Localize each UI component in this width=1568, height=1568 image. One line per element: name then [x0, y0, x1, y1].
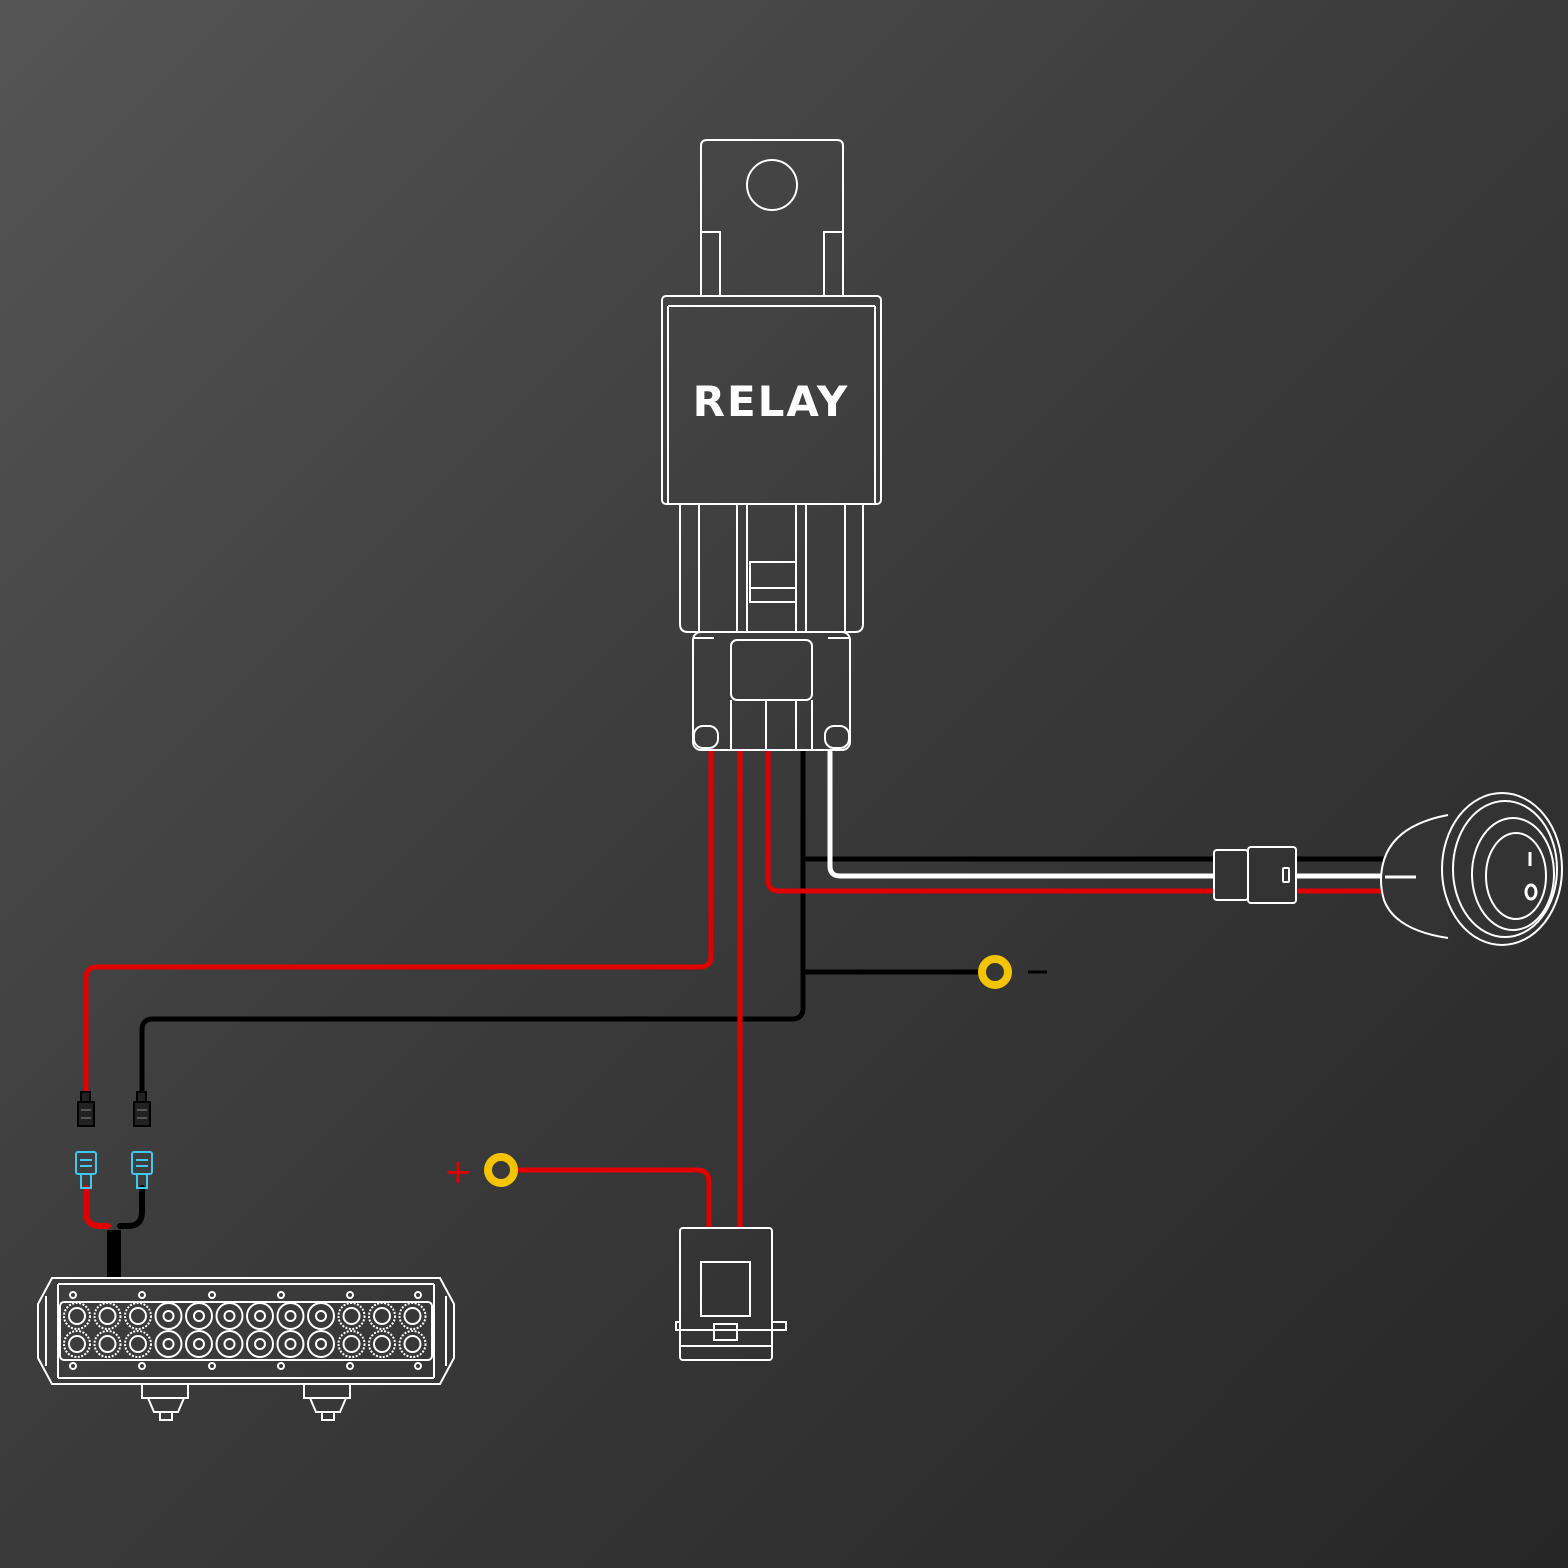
- led: [154, 1302, 183, 1330]
- led-lens: [162, 1310, 175, 1322]
- led: [276, 1302, 305, 1330]
- light-bar-leds: [63, 1302, 427, 1358]
- ring-terminal-negative: [978, 955, 1047, 989]
- mount-bracket-left: [141, 1384, 189, 1421]
- screw: [208, 1362, 216, 1370]
- screw: [69, 1362, 77, 1370]
- led-lens: [223, 1310, 236, 1322]
- relay-pins: [679, 504, 864, 633]
- led: [246, 1302, 274, 1330]
- led-lens: [284, 1338, 297, 1350]
- relay-mounting-tab: [700, 139, 844, 296]
- led: [124, 1302, 152, 1330]
- led: [93, 1330, 122, 1358]
- led-lens: [98, 1335, 117, 1353]
- led-lens: [254, 1338, 266, 1350]
- led: [398, 1302, 427, 1330]
- led: [215, 1302, 244, 1330]
- quick-connector-icon: [75, 1091, 153, 1189]
- led: [63, 1302, 91, 1330]
- led-lens: [98, 1307, 117, 1325]
- connector-male-red: [77, 1091, 95, 1127]
- light-bar-housing: [37, 1277, 455, 1385]
- positive-label: +: [444, 1152, 473, 1192]
- screw: [69, 1291, 77, 1299]
- led-light-bar-icon: [37, 1277, 455, 1421]
- led-lens: [68, 1307, 86, 1325]
- led-lens: [284, 1310, 297, 1322]
- led-lens: [342, 1307, 361, 1325]
- rocker-switch-icon[interactable]: [1380, 792, 1563, 946]
- led-lens: [315, 1310, 327, 1322]
- red-lightbar-wire: [83, 749, 714, 1095]
- ring-terminal-positive: +: [444, 1152, 518, 1192]
- relay-body: [661, 295, 882, 505]
- black-ground-wire: [139, 749, 806, 1095]
- led-lens: [193, 1310, 205, 1322]
- fuse-holder-icon: [675, 1227, 787, 1361]
- led-lens: [162, 1338, 175, 1350]
- led: [93, 1302, 122, 1330]
- led: [154, 1330, 183, 1358]
- led: [337, 1330, 366, 1358]
- led-lens: [342, 1335, 361, 1353]
- white-switch-wire: [827, 749, 1388, 879]
- led-lens: [315, 1338, 327, 1350]
- switch-off-mark: [1524, 883, 1538, 901]
- led: [124, 1330, 152, 1358]
- led: [337, 1302, 366, 1330]
- light-bar-screws: [69, 1291, 422, 1370]
- relay-icon: RELAY: [661, 139, 882, 751]
- led: [215, 1330, 244, 1358]
- red-battery-wire: [513, 1167, 712, 1229]
- screw: [277, 1362, 285, 1370]
- led-lens: [68, 1335, 86, 1353]
- led: [368, 1330, 396, 1358]
- led: [246, 1330, 274, 1358]
- led-lens: [373, 1307, 391, 1325]
- screw: [414, 1362, 422, 1370]
- screw: [277, 1291, 285, 1299]
- lightbar-pigtail-black: [117, 1185, 145, 1229]
- lightbar-pigtail-red: [83, 1185, 111, 1229]
- screw: [346, 1291, 354, 1299]
- screw: [414, 1291, 422, 1299]
- screw: [138, 1362, 146, 1370]
- led-lens: [373, 1335, 391, 1353]
- led: [307, 1330, 335, 1358]
- led: [398, 1330, 427, 1358]
- led-lens: [129, 1335, 147, 1353]
- connector-female-red: [75, 1151, 97, 1189]
- led: [307, 1302, 335, 1330]
- led: [185, 1302, 213, 1330]
- ring-terminal-icon: [978, 955, 1012, 989]
- led-lens: [223, 1338, 236, 1350]
- led-lens: [193, 1338, 205, 1350]
- led-lens: [403, 1307, 422, 1325]
- screw: [208, 1291, 216, 1299]
- led: [185, 1330, 213, 1358]
- connector-male-black: [133, 1091, 151, 1127]
- connector-female-black: [131, 1151, 153, 1189]
- led-lens: [254, 1310, 266, 1322]
- screw: [138, 1291, 146, 1299]
- switch-connector: [1213, 846, 1297, 904]
- led: [276, 1330, 305, 1358]
- led: [368, 1302, 396, 1330]
- relay-label: RELAY: [693, 377, 850, 426]
- relay-mounting-hole: [746, 159, 798, 211]
- red-switch-wire: [765, 749, 1388, 894]
- screw: [346, 1362, 354, 1370]
- ring-terminal-icon: [484, 1153, 518, 1187]
- led: [63, 1330, 91, 1358]
- led-lens: [129, 1307, 147, 1325]
- led-lens: [403, 1335, 422, 1353]
- mount-bracket-right: [303, 1384, 351, 1421]
- wires: [83, 749, 1388, 1278]
- relay-socket: [692, 631, 851, 751]
